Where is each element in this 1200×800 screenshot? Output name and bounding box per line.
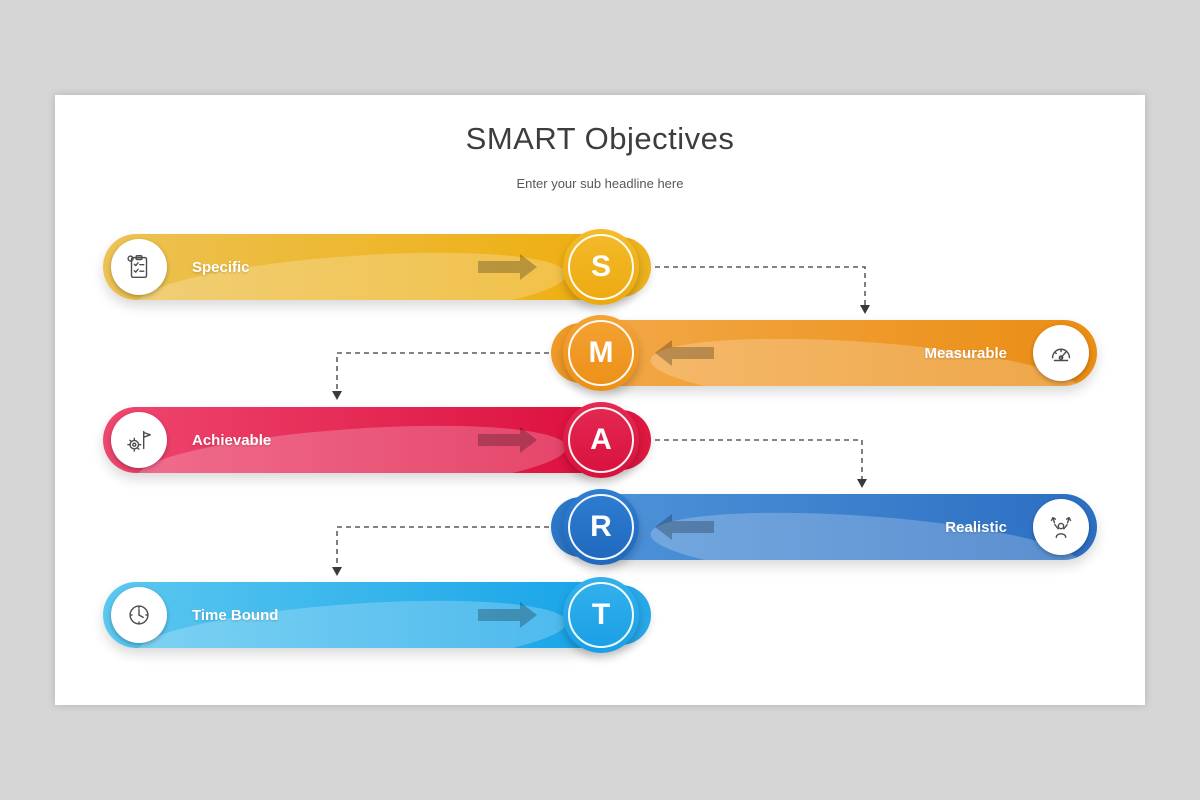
arrow-left-icon xyxy=(655,514,714,540)
icon-circle-specific xyxy=(111,239,167,295)
letter-ring: S xyxy=(568,234,634,300)
bar-label-specific: Specific xyxy=(192,258,250,276)
slide: SMART Objectives Enter your sub headline… xyxy=(55,95,1145,705)
bar-measurable: Measurable xyxy=(588,320,1097,386)
letter-m: M xyxy=(588,336,614,369)
letter-circle-r: R xyxy=(563,489,639,565)
letter-s: S xyxy=(590,250,611,283)
bar-timebound: Time Bound xyxy=(103,582,613,648)
letter-t: T xyxy=(591,598,611,631)
gauge-icon xyxy=(1051,348,1071,362)
icon-circle-measurable xyxy=(1033,325,1089,381)
arrow-right-icon xyxy=(478,427,537,453)
bar-label-timebound: Time Bound xyxy=(192,606,279,624)
letter-circle-a: A xyxy=(563,402,639,478)
bar-achievable: Achievable xyxy=(103,407,613,473)
bar-label-achievable: Achievable xyxy=(192,431,272,449)
letter-r: R xyxy=(590,510,612,543)
bar-realistic: Realistic xyxy=(588,494,1097,560)
page-subtitle: Enter your sub headline here xyxy=(516,176,684,191)
letter-ring: T xyxy=(568,582,634,648)
arrow-right-icon xyxy=(478,602,537,628)
letter-ring: A xyxy=(568,407,634,473)
letter-circle-s: S xyxy=(563,229,639,305)
arrow-left-icon xyxy=(655,340,714,366)
checklist-icon xyxy=(127,255,148,279)
bar-label-measurable: Measurable xyxy=(924,344,1007,362)
icon-circle-achievable xyxy=(111,412,167,468)
clock-icon xyxy=(129,605,149,625)
letter-ring: R xyxy=(568,494,634,560)
page-title: SMART Objectives xyxy=(465,121,735,156)
connector-r-to-timebound xyxy=(332,526,549,576)
gear-flag-icon xyxy=(127,430,151,452)
connector-s-to-measurable xyxy=(655,266,870,314)
person-success-icon xyxy=(1050,516,1072,539)
letter-a: A xyxy=(590,423,612,456)
icon-circle-timebound xyxy=(111,587,167,643)
connector-a-to-realistic xyxy=(655,439,867,488)
connector-m-to-achievable xyxy=(332,352,549,400)
bar-specific: Specific xyxy=(103,234,613,300)
letter-ring: M xyxy=(568,320,634,386)
letter-circle-m: M xyxy=(563,315,639,391)
icon-circle-realistic xyxy=(1033,499,1089,555)
arrow-right-icon xyxy=(478,254,537,280)
letter-circle-t: T xyxy=(563,577,639,653)
bar-label-realistic: Realistic xyxy=(945,518,1007,536)
